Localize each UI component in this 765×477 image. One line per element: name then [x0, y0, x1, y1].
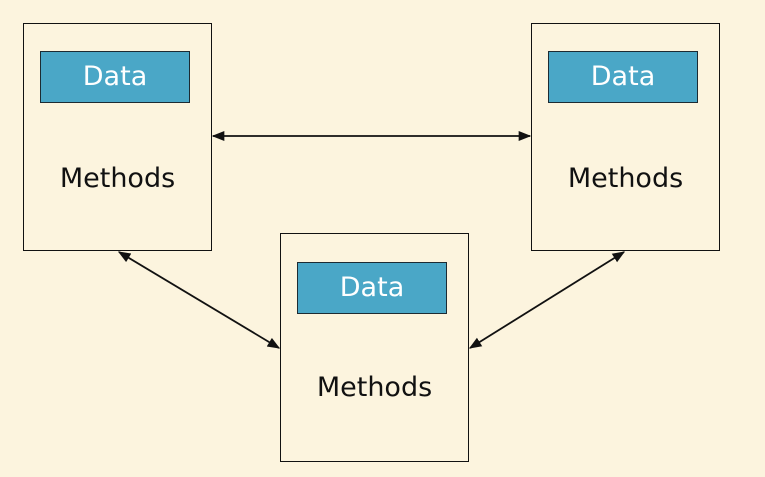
data-label-bottom: Data: [297, 262, 447, 314]
methods-label-left: Methods: [59, 163, 176, 194]
object-box-bottom: Data Methods: [280, 233, 469, 462]
methods-label-right: Methods: [567, 163, 684, 194]
object-box-right: Data Methods: [531, 23, 720, 251]
object-box-left: Data Methods: [23, 23, 212, 251]
edge-left-bottom: [117, 251, 281, 349]
methods-label-bottom: Methods: [316, 372, 433, 403]
edge-right-bottom: [468, 251, 626, 349]
data-label-right: Data: [548, 51, 698, 103]
data-label-left: Data: [40, 51, 190, 103]
